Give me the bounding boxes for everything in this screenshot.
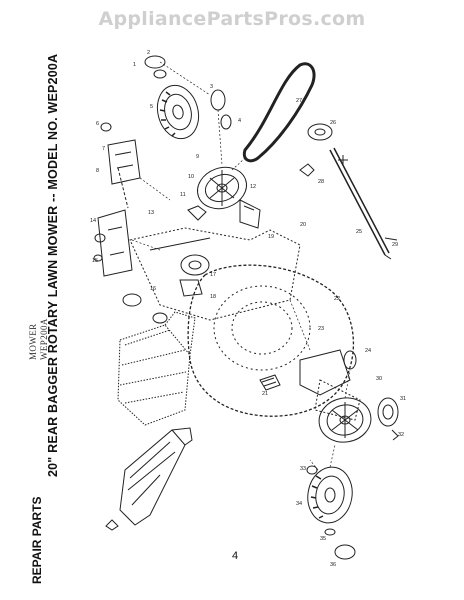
callout-label: 5 bbox=[150, 104, 153, 110]
callout-label: 35 bbox=[320, 536, 326, 542]
screw-small bbox=[338, 155, 348, 165]
callout-label: 6 bbox=[96, 121, 99, 127]
handle-bracket-upper bbox=[107, 139, 141, 185]
gear-top bbox=[210, 89, 226, 111]
clip-lower bbox=[391, 429, 399, 441]
site-watermark: AppliancePartsPros.com bbox=[98, 8, 366, 30]
grass-catcher bbox=[119, 427, 193, 526]
callout-label: 13 bbox=[148, 210, 154, 216]
drive-belt bbox=[242, 62, 316, 163]
callout-label: 21 bbox=[262, 391, 268, 397]
deck-block bbox=[179, 279, 203, 297]
spring-rear bbox=[259, 374, 281, 391]
axle-rod bbox=[329, 147, 390, 256]
callout-label: 18 bbox=[210, 294, 216, 300]
callout-label: 8 bbox=[96, 168, 99, 174]
callout-label: 15 bbox=[92, 258, 98, 264]
engine bbox=[117, 311, 196, 426]
callout-label: 9 bbox=[196, 154, 199, 160]
callout-label: 29 bbox=[392, 242, 398, 248]
callout-label: 10 bbox=[188, 174, 194, 180]
bottom-wheel bbox=[307, 466, 353, 524]
mower-deck bbox=[187, 264, 361, 421]
axle-bolt-lower bbox=[306, 465, 318, 475]
callout-label: 12 bbox=[250, 184, 256, 190]
callout-label: 11 bbox=[180, 192, 186, 198]
top-wheel bbox=[156, 84, 200, 140]
hub-cap-lower bbox=[334, 544, 356, 560]
callout-label: 32 bbox=[398, 432, 404, 438]
bushing-top bbox=[220, 114, 232, 130]
callout-label: 33 bbox=[300, 466, 306, 472]
rear-bracket bbox=[299, 349, 351, 396]
washer-top bbox=[153, 69, 167, 79]
knob-lower bbox=[94, 233, 106, 243]
callout-label: 4 bbox=[238, 118, 241, 124]
callout-label: 27 bbox=[296, 98, 302, 104]
handle-bracket-lower bbox=[97, 209, 133, 277]
callout-label: 23 bbox=[318, 326, 324, 332]
callout-label: 26 bbox=[330, 120, 336, 126]
gear-lower bbox=[377, 397, 399, 427]
callout-label: 22 bbox=[334, 296, 340, 302]
engine-washer bbox=[152, 312, 168, 324]
callout-label: 25 bbox=[356, 229, 362, 235]
callout-label: 3 bbox=[210, 84, 213, 90]
drive-wheel-upper bbox=[197, 166, 247, 210]
callout-label: 17 bbox=[210, 272, 216, 278]
callout-label: 2 bbox=[147, 50, 150, 56]
callout-label: 7 bbox=[102, 146, 105, 152]
hub-cap-top bbox=[144, 55, 166, 69]
callout-label: 34 bbox=[296, 501, 302, 507]
callout-label: 24 bbox=[365, 348, 371, 354]
callout-label: 1 bbox=[133, 62, 136, 68]
knob-upper bbox=[100, 122, 112, 132]
callout-label: 14 bbox=[90, 218, 96, 224]
drive-wheel-lower bbox=[318, 397, 372, 443]
spring-block bbox=[187, 205, 207, 221]
callout-label: 31 bbox=[400, 396, 406, 402]
callout-label: 30 bbox=[376, 376, 382, 382]
bracket-upper bbox=[239, 199, 261, 229]
callout-label: 16 bbox=[150, 286, 156, 292]
deck-pulley bbox=[180, 254, 210, 276]
callout-labels: 1 2 3 4 5 6 7 8 9 10 11 12 13 14 15 16 1… bbox=[90, 50, 406, 568]
engine-pulley bbox=[122, 293, 142, 307]
latch-small bbox=[105, 519, 119, 531]
rear-bushing bbox=[343, 350, 357, 370]
clip-small bbox=[299, 163, 315, 177]
page-number: 4 bbox=[232, 550, 239, 562]
callout-label: 28 bbox=[318, 179, 324, 185]
callout-label: 36 bbox=[330, 562, 336, 568]
callout-label: 20 bbox=[300, 222, 306, 228]
callout-label: 19 bbox=[268, 234, 274, 240]
pulley-upper bbox=[307, 123, 333, 141]
